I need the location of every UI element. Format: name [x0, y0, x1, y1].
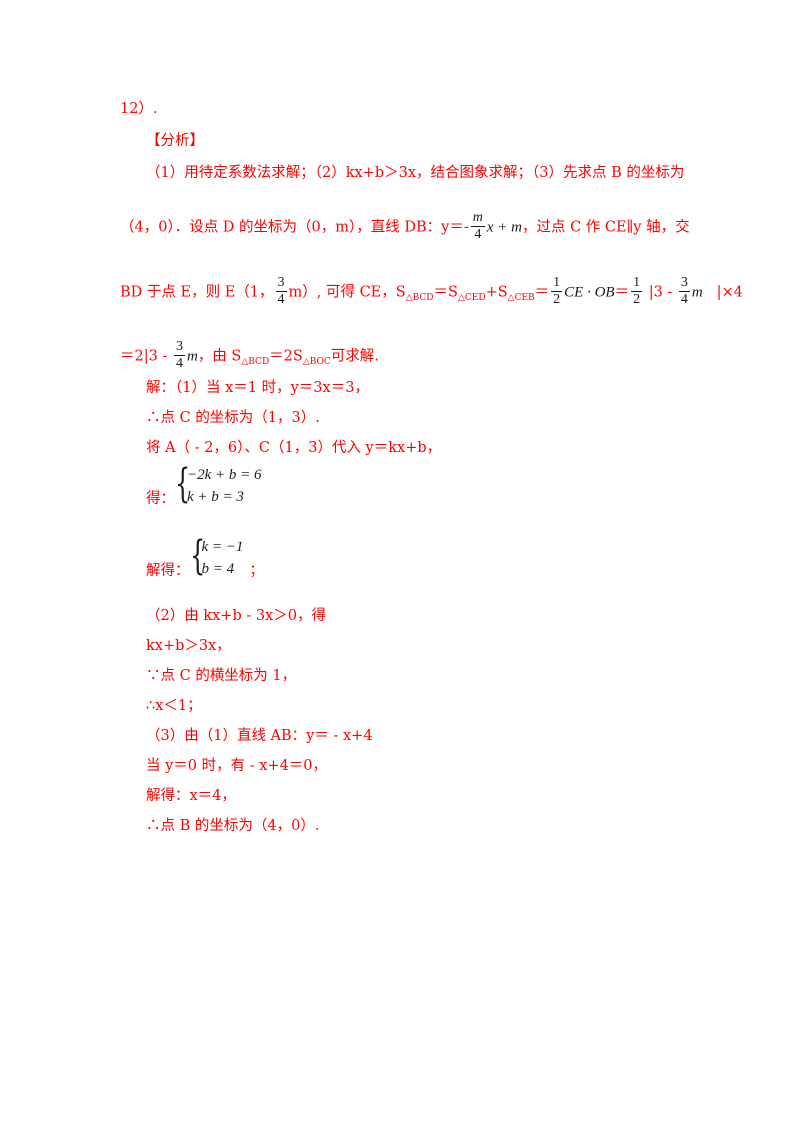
frac-den: 2 — [553, 292, 561, 307]
solution-line-12: 解得：x＝4， — [146, 788, 236, 804]
frac-den: 2 — [633, 292, 641, 307]
text: BD 于点 E，则 E（1， — [120, 284, 274, 301]
text: ＝ — [534, 284, 550, 301]
text: m）, 可得 CE，S — [288, 284, 406, 301]
subscript: △CED — [457, 292, 486, 303]
frac-num: 1 — [631, 275, 643, 292]
eq-row: k + b = 3 — [187, 489, 244, 505]
system-brace: {k = −1 b = 4 — [189, 533, 244, 580]
text: （4，0）．设点 D 的坐标为（0，m），直线 DB：y＝- — [120, 219, 469, 236]
frac-den: 4 — [474, 227, 482, 242]
solution-line-1: 解：（1）当 x＝1 时，y＝3x＝3， — [146, 380, 369, 396]
solution-line-8: ∵点 C 的横坐标为 1， — [146, 668, 297, 684]
math-expr: x + m — [486, 219, 522, 236]
frac-num: m — [470, 210, 485, 227]
eq-row: k = −1 — [201, 539, 244, 555]
solution-line-9: ∴x＜1； — [146, 698, 202, 714]
text: ＝2|3 - — [120, 348, 168, 365]
text: |×4 — [716, 284, 743, 301]
label: 解得： — [146, 562, 190, 579]
frac-num: 3 — [678, 275, 690, 292]
solution-line-13: ∴点 B 的坐标为（4，0）. — [146, 818, 320, 834]
left-brace: { — [175, 461, 191, 507]
text: ＝ — [614, 284, 630, 301]
subscript: △BCD — [405, 292, 434, 303]
frac-num: 3 — [173, 339, 185, 356]
text: ，过点 C 作 CE∥y 轴，交 — [522, 219, 690, 236]
frac-num: 1 — [551, 275, 563, 292]
subscript: △CEB — [507, 292, 535, 303]
math-var: m — [186, 348, 198, 365]
text: ＝2S — [269, 348, 303, 365]
frac-den: 4 — [680, 292, 688, 307]
solution-line-7: kx+b＞3x， — [146, 638, 231, 654]
equation-system-2: 解得：{k = −1 b = 4 ； — [146, 533, 264, 580]
equation-system-1: 得：{−2k + b = 6 k + b = 3 — [146, 461, 262, 508]
solution-line-2: ∴点 C 的坐标为（1，3）. — [146, 410, 320, 426]
text: +S — [485, 284, 508, 301]
line-continuation: 12）. — [120, 101, 158, 117]
label: 得： — [146, 490, 175, 507]
analysis-heading: 【分析】 — [146, 133, 204, 149]
left-brace: { — [189, 533, 205, 579]
frac-num: 3 — [275, 275, 287, 292]
analysis-line-1: （1）用待定系数法求解；（2）kx+b＞3x，结合图象求解；（3）先求点 B 的… — [146, 165, 685, 181]
text: |3 - — [648, 284, 673, 301]
system-brace: {−2k + b = 6 k + b = 3 — [175, 461, 262, 508]
text: ，由 S — [197, 348, 242, 365]
text: ； — [249, 562, 264, 579]
math-expr: CE · OB — [564, 284, 615, 301]
text: ＝S — [433, 284, 458, 301]
text: 可求解. — [330, 348, 379, 365]
frac-den: 4 — [277, 292, 285, 307]
solution-line-11: 当 y＝0 时，有 - x+4＝0， — [146, 758, 328, 774]
subscript: △BOC — [302, 356, 331, 367]
subscript: △BCD — [241, 356, 270, 367]
math-var: m — [691, 284, 703, 301]
eq-row: b = 4 — [201, 561, 235, 577]
solution-line-6: （2）由 kx+b - 3x＞0，得 — [146, 608, 326, 624]
eq-row: −2k + b = 6 — [187, 467, 262, 483]
solution-line-10: （3）由（1）直线 AB：y＝ - x+4 — [146, 728, 373, 744]
solution-line-3: 将 A（ - 2，6）、C（1，3）代入 y＝kx+b， — [146, 440, 442, 456]
frac-den: 4 — [175, 356, 183, 371]
